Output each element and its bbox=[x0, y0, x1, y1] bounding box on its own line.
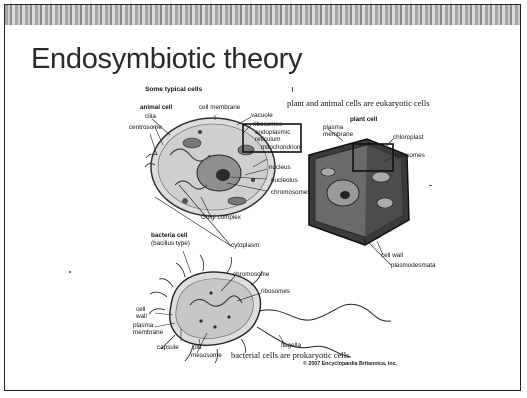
cell-illustration bbox=[5, 5, 521, 391]
label-mesosome: mesosome bbox=[191, 353, 222, 359]
label-bacillus-type: (bacillus type) bbox=[151, 241, 190, 247]
label-flagella: flagella bbox=[281, 343, 301, 349]
scan-speck bbox=[292, 87, 293, 92]
slide: Endosymbiotic theory bbox=[4, 4, 521, 391]
label-mitochondrion: mitochondrion bbox=[261, 145, 301, 151]
plant-cell-drawing bbox=[309, 139, 409, 245]
label-vacuole: vacuole bbox=[251, 113, 273, 119]
label-golgi-complex: Golgi complex bbox=[201, 215, 241, 221]
label-plasma-membrane-plant: plasma membrane bbox=[323, 125, 353, 138]
label-centrosome: centrosome bbox=[129, 125, 162, 131]
bacteria-cell-drawing bbox=[149, 255, 391, 363]
label-nucleolus: nucleolus bbox=[271, 178, 298, 184]
scan-speck bbox=[429, 185, 432, 186]
label-cilia: cilia bbox=[145, 114, 156, 120]
label-chromosome: chromosome bbox=[233, 272, 269, 278]
label-endoplasmic-reticulum: endoplasmic reticulum bbox=[255, 130, 299, 143]
label-lysosomes: lysosomes bbox=[395, 153, 425, 159]
label-plasmodesmata: plasmodesmata bbox=[391, 263, 435, 269]
label-cytoplasm: cytoplasm bbox=[231, 243, 259, 249]
label-animal-cell: animal cell bbox=[140, 105, 172, 111]
label-cell-membrane: cell membrane bbox=[199, 105, 240, 111]
label-ribosomes-animal: ribosomes bbox=[253, 122, 282, 128]
label-capsule: capsule bbox=[157, 345, 179, 351]
label-ribosomes-bacteria: ribosomes bbox=[261, 289, 290, 295]
copyright-notice: © 2007 Encyclopædia Britannica, Inc. bbox=[303, 361, 397, 367]
label-chromosomes: chromosomes bbox=[271, 190, 311, 196]
prokaryotic-caption: bacterial cells are prokaryotic cells bbox=[231, 350, 349, 360]
label-nucleus: nucleus bbox=[269, 165, 291, 171]
label-plant-cell: plant cell bbox=[350, 117, 377, 123]
eukaryotic-caption: plant and animal cells are eukaryotic ce… bbox=[287, 98, 430, 108]
label-cell-wall-bacteria: cell wall bbox=[136, 307, 152, 320]
label-pili: pili bbox=[193, 345, 201, 351]
scan-speck bbox=[69, 271, 71, 273]
label-bacteria-cell: bacteria cell bbox=[151, 233, 187, 239]
label-chloroplast: chloroplast bbox=[393, 135, 423, 141]
figure-heading: Some typical cells bbox=[145, 87, 202, 94]
label-cell-wall-plant: cell wall bbox=[381, 253, 403, 259]
label-plasma-membrane-bacteria: plasma membrane bbox=[133, 323, 159, 336]
